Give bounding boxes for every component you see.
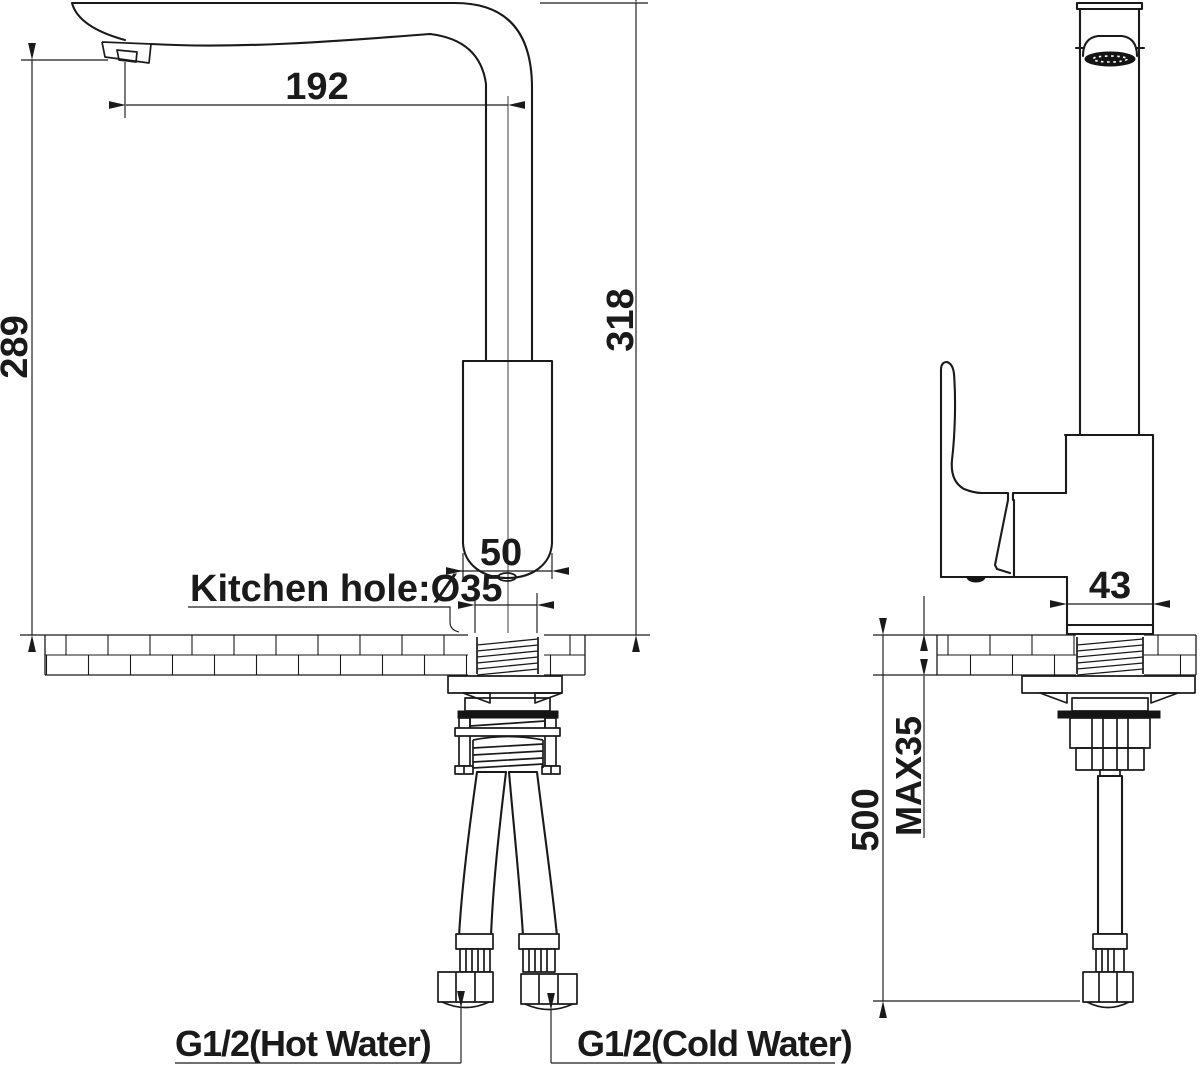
faucet-body-front (461, 359, 554, 580)
dim-hose-length-500: 500 (845, 788, 887, 851)
hose-nuts (437, 971, 578, 1011)
countertop-side (873, 634, 1197, 676)
mounting-stud-icon (1102, 717, 1118, 773)
column-cap (1075, 1, 1144, 11)
shank-threads-front (476, 637, 539, 676)
spout-aerator-icon (101, 41, 152, 64)
dim-total-height-318: 318 (600, 288, 642, 351)
column-side (1078, 7, 1141, 437)
handle-set-screw-icon (966, 576, 986, 583)
mounting-hardware-side (1021, 675, 1196, 777)
cold-water-label: G1/2(Cold Water) (577, 1023, 852, 1064)
base-plate-side (1065, 623, 1155, 636)
connection-labels: G1/2(Hot Water) G1/2(Cold Water) (175, 991, 853, 1064)
shank-extension-lines (474, 593, 538, 633)
hot-hose (457, 770, 508, 938)
aerator-side-icon (1074, 34, 1146, 67)
dimensions: 192 289 318 50 Kitchen hole:Ø35 43 MAX35… (0, 0, 1170, 1018)
faucet-front-view (20, 1, 650, 1011)
dim-spout-reach-192: 192 (285, 66, 348, 108)
kitchen-hole-label: Kitchen hole:Ø35 (190, 568, 503, 610)
supply-hoses-front (437, 770, 578, 1011)
dim-body-width-50: 50 (480, 532, 522, 574)
faucet-side-view (873, 1, 1197, 1009)
mounting-hardware-front (447, 675, 563, 775)
hot-water-label: G1/2(Hot Water) (175, 1023, 431, 1064)
cold-hose (507, 770, 559, 938)
countertop-front (20, 634, 650, 676)
hose-collars (459, 948, 556, 973)
dim-max-thickness-max35: MAX35 (888, 716, 929, 836)
handle-side (939, 360, 1069, 583)
dim-body-depth-43: 43 (1089, 565, 1131, 607)
spout-outline (70, 1, 534, 363)
shank-threads-side (1076, 637, 1144, 676)
supply-hose-side (1082, 774, 1134, 1009)
kitchen-hole-leader (188, 606, 460, 633)
dim-spout-height-289: 289 (0, 315, 36, 378)
